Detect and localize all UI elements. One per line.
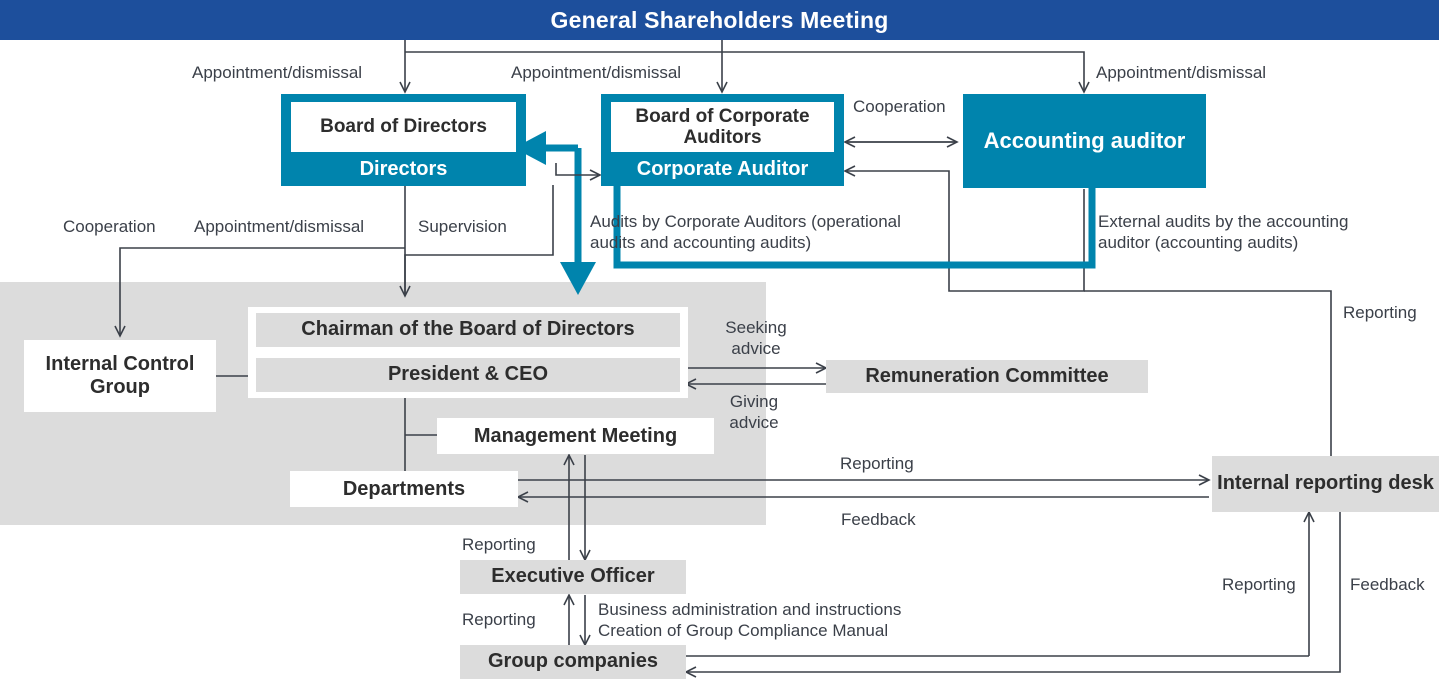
chairman-box: Chairman of the Board of Directors — [256, 313, 680, 347]
board-of-corporate-auditors-title-text: Board of Corporate Auditors — [635, 105, 810, 148]
label-giving-advice: Giving advice — [729, 392, 779, 433]
group-companies-label: Group companies — [487, 650, 659, 673]
label-reporting-exec: Reporting — [462, 535, 536, 554]
board-of-directors-title: Board of Directors — [291, 102, 516, 152]
remuneration-committee-box: Remuneration Committee — [826, 360, 1148, 393]
accounting-auditor-label: Accounting auditor — [983, 128, 1186, 153]
internal-control-group-box: Internal Control Group — [24, 340, 216, 412]
internal-reporting-desk-label: Internal reporting desk — [1217, 472, 1434, 495]
departments-label: Departments — [342, 477, 466, 500]
group-companies-box: Group companies — [460, 645, 686, 679]
internal-control-group-label: Internal Control Group — [45, 353, 195, 398]
accounting-auditor-box: Accounting auditor — [963, 94, 1206, 188]
president-ceo-label: President & CEO — [387, 363, 549, 386]
corporate-auditor-members: Corporate Auditor — [611, 152, 834, 186]
label-feedback-from-desk: Feedback — [841, 510, 916, 529]
label-seeking-advice: Seeking advice — [725, 318, 787, 359]
chairman-label: Chairman of the Board of Directors — [301, 318, 635, 341]
label-external-audits: External audits by the accounting audito… — [1098, 212, 1349, 253]
label-cooperation-left: Cooperation — [63, 217, 156, 236]
management-meeting-label: Management Meeting — [473, 424, 678, 447]
label-cooperation-top: Cooperation — [853, 97, 946, 116]
label-appointment-dismissal-3: Appointment/dismissal — [1096, 63, 1267, 82]
executive-officer-box: Executive Officer — [460, 560, 686, 594]
board-of-corporate-auditors-title: Board of Corporate Auditors — [611, 102, 834, 152]
label-feedback-group-desk: Feedback — [1350, 575, 1425, 594]
executive-officer-label: Executive Officer — [491, 565, 655, 588]
management-meeting-box: Management Meeting — [437, 418, 714, 454]
label-appointment-dismissal-2: Appointment/dismissal — [511, 63, 682, 82]
label-reporting-right-vertical: Reporting — [1343, 303, 1417, 322]
remuneration-committee-label: Remuneration Committee — [865, 364, 1109, 387]
label-reporting-group: Reporting — [462, 610, 536, 629]
corporate-auditor-members-text: Corporate Auditor — [636, 157, 809, 180]
board-of-directors-members: Directors — [291, 152, 516, 186]
board-of-directors-members-text: Directors — [359, 157, 448, 180]
president-ceo-box: President & CEO — [256, 358, 680, 392]
label-group-compliance-manual: Creation of Group Compliance Manual — [598, 621, 889, 640]
label-reporting-group-desk: Reporting — [1222, 575, 1296, 594]
header-title: General Shareholders Meeting — [550, 6, 889, 33]
label-appointment-dismissal-1: Appointment/dismissal — [192, 63, 363, 82]
label-audits-by-corporate-auditors: Audits by Corporate Auditors (operationa… — [590, 212, 901, 253]
general-shareholders-meeting-header: General Shareholders Meeting — [0, 0, 1439, 40]
label-reporting-to-desk: Reporting — [840, 454, 914, 473]
label-business-administration: Business administration and instructions — [598, 600, 902, 619]
board-of-directors-title-text: Board of Directors — [320, 116, 487, 138]
internal-reporting-desk-box: Internal reporting desk — [1212, 456, 1439, 512]
label-appointment-dismissal-4: Appointment/dismissal — [194, 217, 365, 236]
label-supervision: Supervision — [418, 217, 507, 236]
departments-box: Departments — [290, 471, 518, 507]
